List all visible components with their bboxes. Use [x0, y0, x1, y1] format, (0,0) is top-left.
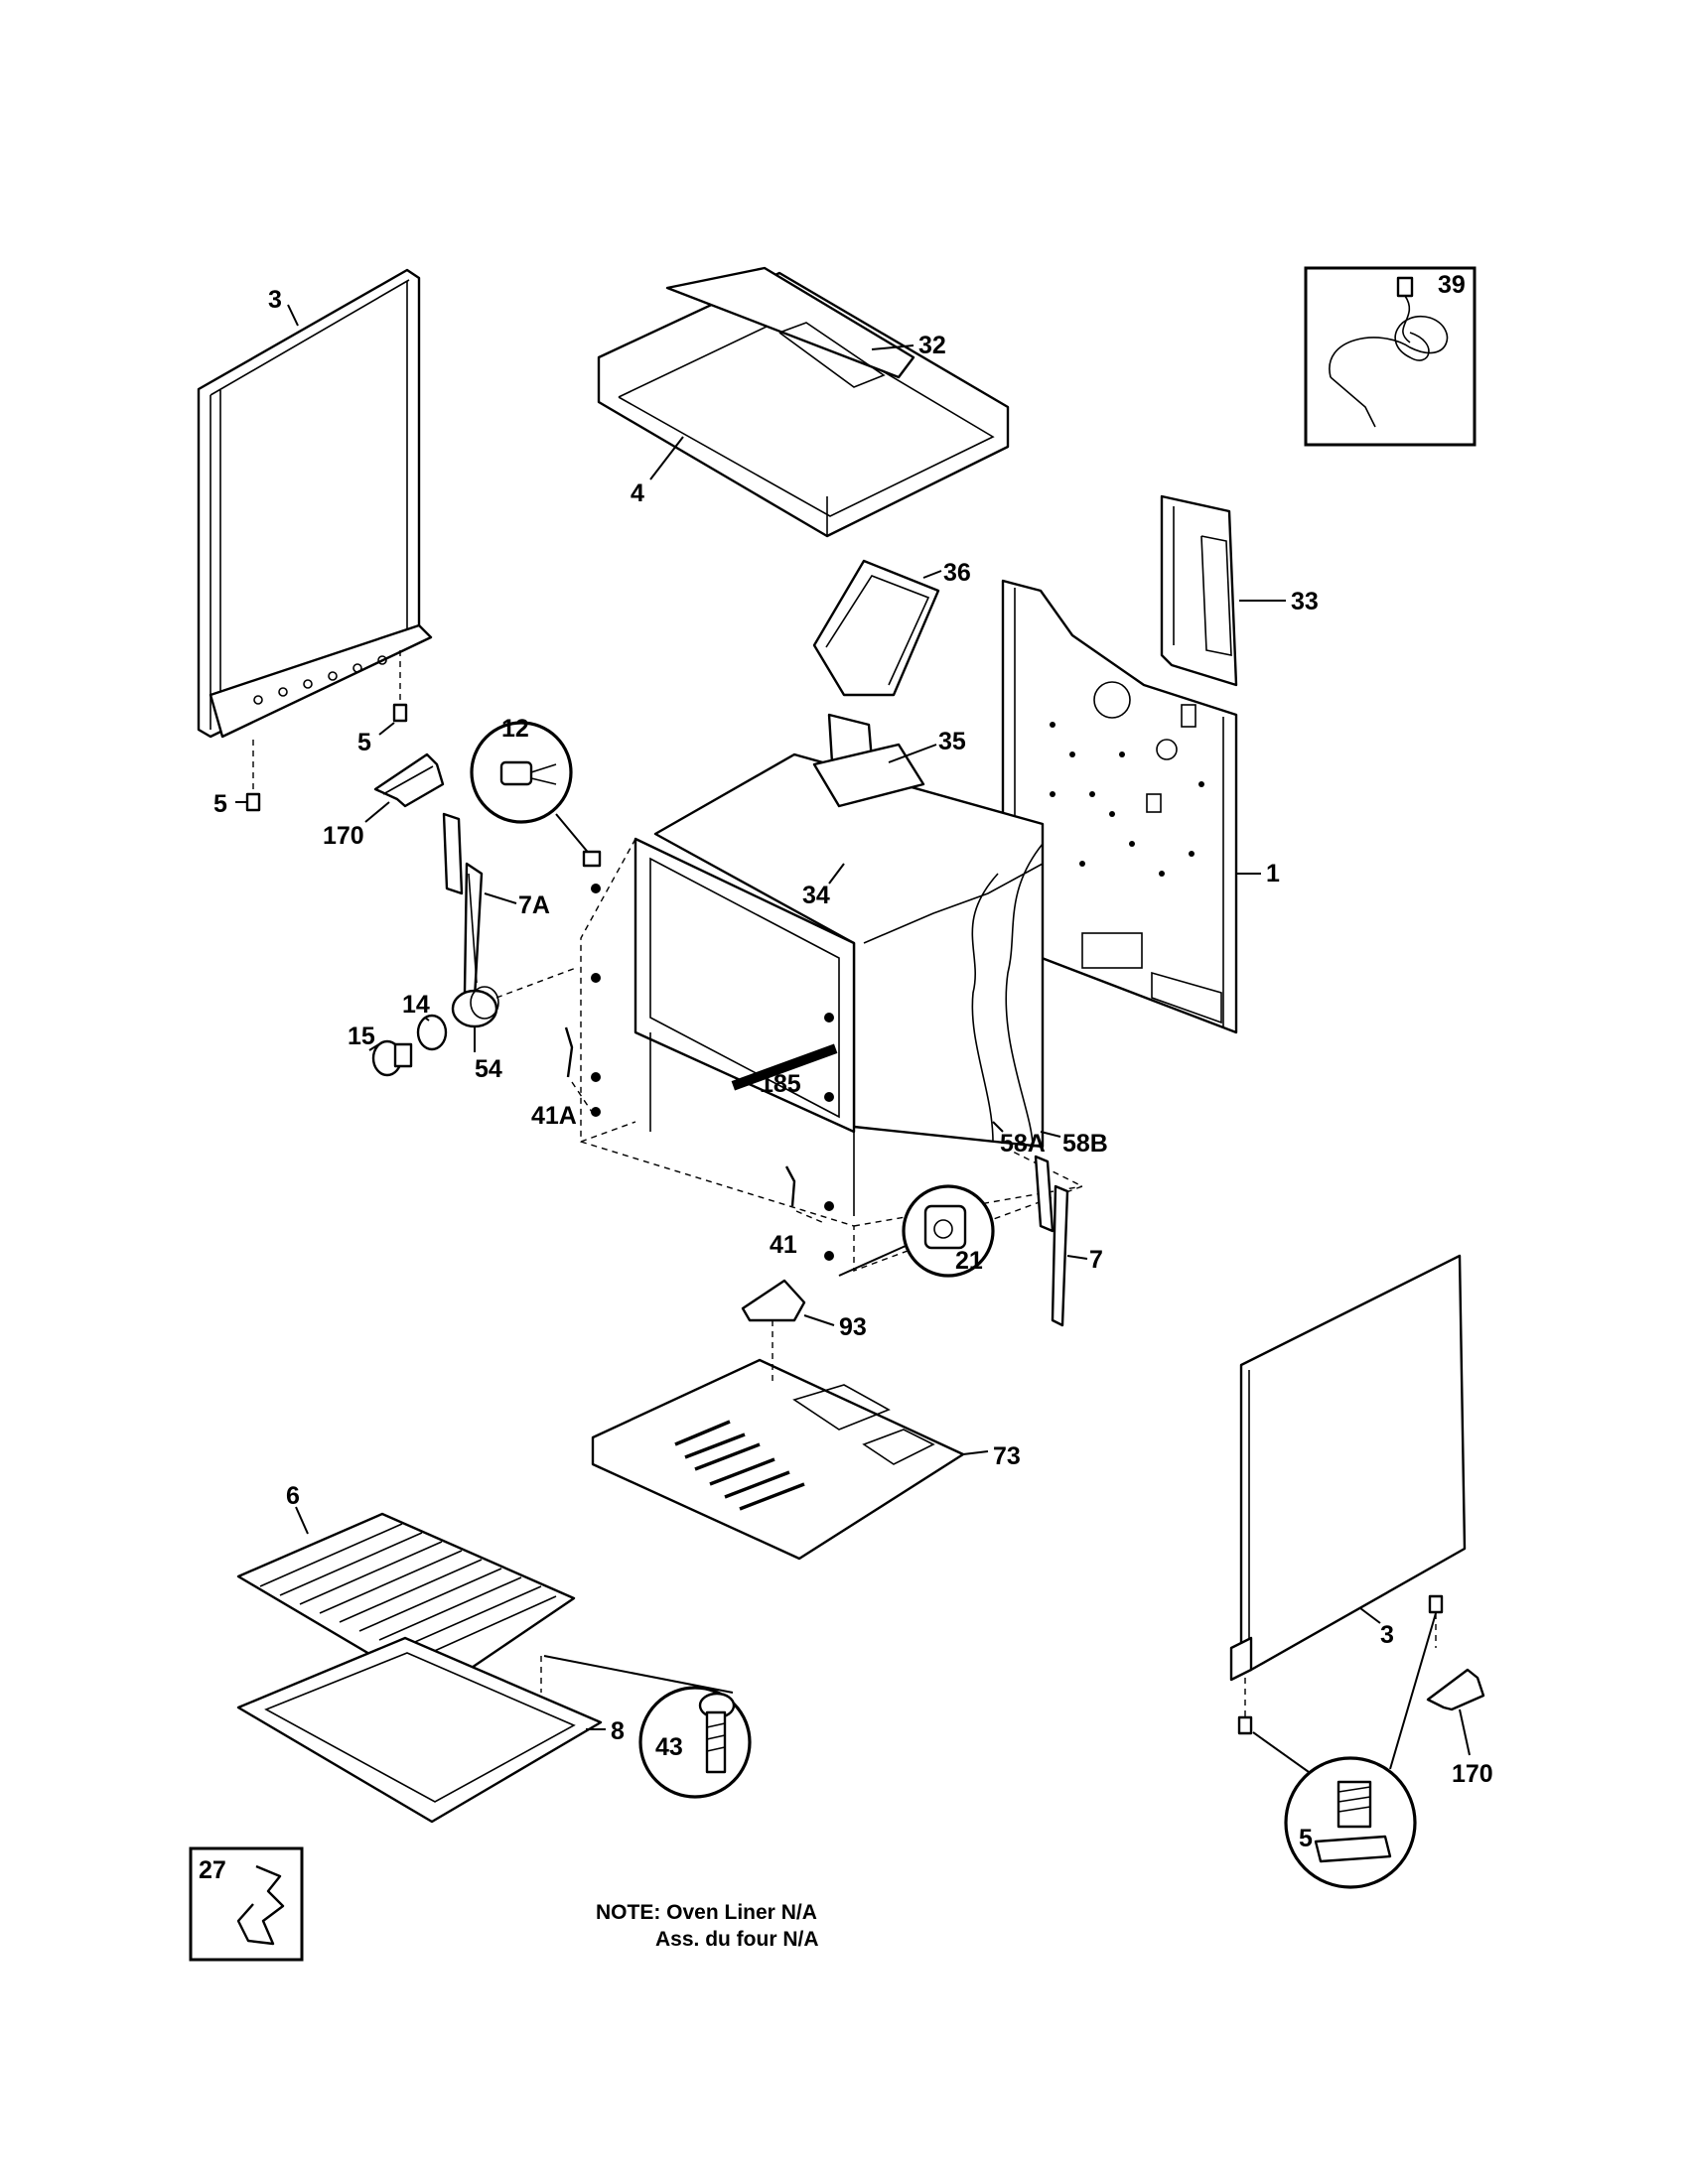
callout-93: 93 — [839, 1313, 867, 1341]
callout-58b: 58B — [1062, 1130, 1108, 1158]
clip-box-27 — [189, 1846, 304, 1962]
clip-41 — [784, 1165, 825, 1224]
oven-rack-6 — [236, 1506, 576, 1695]
probe-12-circle — [470, 721, 602, 868]
callout-170-right: 170 — [1452, 1760, 1493, 1788]
bottom-panel-73 — [591, 1320, 989, 1561]
callout-35: 35 — [938, 728, 966, 755]
callout-3-right: 3 — [1380, 1621, 1394, 1649]
callout-36: 36 — [943, 559, 971, 587]
side-panel-left — [197, 268, 433, 739]
callout-14: 14 — [402, 991, 430, 1019]
screw-5-lower-left — [235, 740, 261, 812]
shield-33 — [1160, 494, 1238, 687]
callout-3-left: 3 — [268, 286, 282, 314]
note-line-1: NOTE: Oven Liner N/A — [596, 1901, 817, 1924]
side-panel-right — [1229, 1254, 1467, 1682]
callout-41a: 41A — [531, 1102, 577, 1130]
callout-7a: 7A — [518, 891, 550, 919]
bracket-170-right — [1426, 1668, 1485, 1756]
cavity-screws — [591, 884, 834, 1261]
callout-7: 7 — [1089, 1246, 1103, 1274]
callout-8: 8 — [611, 1717, 625, 1745]
callout-21: 21 — [955, 1247, 983, 1275]
callout-43: 43 — [655, 1733, 683, 1761]
rack-support-7a — [442, 812, 484, 1000]
callout-5-leg: 5 — [1299, 1825, 1313, 1852]
callout-12: 12 — [501, 715, 529, 743]
callout-41: 41 — [770, 1231, 797, 1259]
callout-33: 33 — [1291, 588, 1319, 615]
screw-5-right — [1237, 1594, 1444, 1735]
callout-185: 185 — [760, 1070, 801, 1098]
callout-170-left: 170 — [323, 822, 364, 850]
cover-93 — [741, 1279, 835, 1326]
broiler-pan-8 — [236, 1636, 606, 1824]
lamp-assembly — [371, 967, 577, 1077]
callout-6: 6 — [286, 1482, 300, 1510]
callout-34: 34 — [802, 882, 830, 909]
leveling-leg-5-circle — [1252, 1612, 1437, 1889]
callout-39: 39 — [1438, 271, 1466, 299]
callout-15: 15 — [348, 1023, 375, 1050]
callout-1: 1 — [1266, 860, 1280, 887]
clip-41a — [564, 1026, 601, 1117]
oven-cavity — [633, 713, 1045, 1216]
callout-54: 54 — [475, 1055, 502, 1083]
bolt-43-circle — [540, 1655, 752, 1799]
callout-73: 73 — [993, 1442, 1021, 1470]
top-frame-4 — [597, 266, 1010, 538]
screw-5-upper-left — [378, 650, 408, 736]
power-cord-box — [1304, 266, 1477, 447]
duct-36 — [812, 559, 940, 697]
rack-support-7 — [1034, 1155, 1069, 1327]
callout-58a: 58A — [1000, 1130, 1046, 1158]
callout-5-upper-left: 5 — [357, 729, 371, 756]
callout-27: 27 — [199, 1856, 226, 1884]
bracket-170-left — [373, 752, 445, 808]
note-line-2: Ass. du four N/A — [655, 1928, 819, 1951]
callout-5-lower-left: 5 — [213, 790, 227, 818]
callout-4: 4 — [631, 479, 644, 507]
lamp-socket-21-circle — [838, 1184, 995, 1278]
callout-32: 32 — [918, 332, 946, 359]
